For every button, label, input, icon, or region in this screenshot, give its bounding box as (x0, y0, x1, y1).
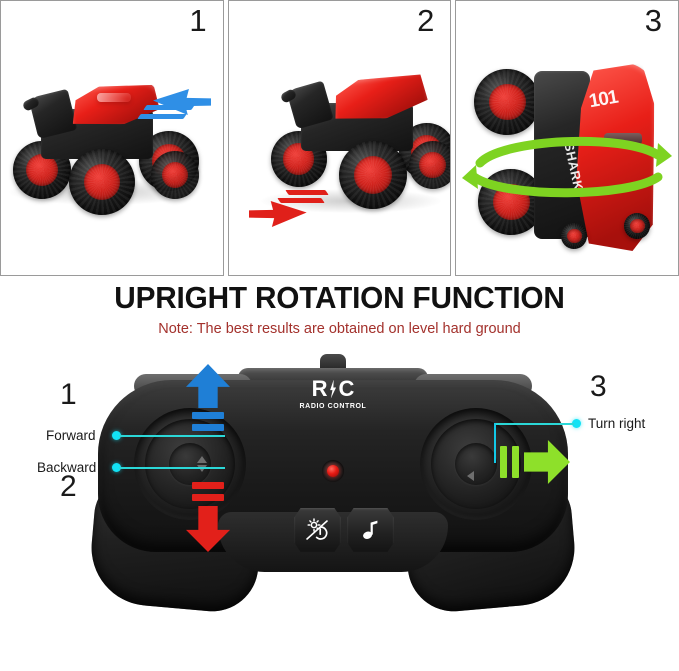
panel-step-2: 2 (227, 0, 452, 276)
brand-subtitle: RADIO CONTROL (299, 403, 367, 410)
page-note: Note: The best results are obtained on l… (158, 321, 521, 338)
light-power-icon (305, 518, 328, 540)
heading-block: UPRIGHT ROTATION FUNCTION Note: The best… (0, 280, 679, 338)
callout-number-1: 1 (60, 378, 77, 411)
truck-body-highlight (97, 93, 131, 102)
callout-label-backward: Backward (37, 460, 97, 475)
callout-number-3: 3 (590, 370, 607, 403)
power-led-dot (327, 465, 339, 477)
rc-transmitter: R C RADIO CONTROL (86, 354, 580, 622)
wheel-small-front (561, 223, 588, 249)
wheel-front-left (338, 141, 407, 209)
left-joystick-top (169, 443, 211, 485)
truck-body-shell (330, 71, 429, 126)
panel-number-2: 2 (417, 3, 435, 38)
controller-diagram: R C RADIO CONTROL (0, 350, 679, 640)
callout-dot-backward (112, 463, 121, 472)
page-title: UPRIGHT ROTATION FUNCTION (114, 280, 565, 315)
music-note-icon (362, 520, 377, 539)
panel-step-1: 1 (0, 0, 224, 276)
callout-dot-forward (112, 431, 121, 440)
music-button[interactable] (347, 508, 394, 552)
panel-number-1: 1 (189, 3, 207, 38)
left-joystick[interactable] (134, 408, 246, 520)
brand-letter-c: C (338, 376, 355, 401)
rc-brand-logo: R C RADIO CONTROL (283, 376, 383, 411)
wheel-front-right (408, 141, 451, 189)
step-panels: 1 2 (0, 0, 679, 276)
callout-label-forward: Forward (46, 428, 96, 443)
turn-left-marker-icon (467, 471, 474, 481)
right-joystick-top (455, 443, 497, 485)
forward-marker-icon (197, 456, 207, 463)
rotation-arrow-icon (462, 136, 673, 198)
light-button[interactable] (294, 508, 341, 552)
callout-dot-turn-right (572, 419, 581, 428)
callout-line-forward (119, 435, 225, 437)
wheel-upper-left (474, 69, 541, 135)
callout-number-2: 2 (60, 470, 77, 503)
wheel-rear-right (151, 151, 199, 199)
brand-letter-r: R (311, 376, 328, 401)
wheel-front-left (69, 149, 135, 215)
right-joystick-ring (431, 419, 521, 509)
wheel-small-rear (624, 213, 651, 239)
panel-step-3: 3 101 SHARK (455, 0, 679, 276)
panel-number-3: 3 (644, 3, 663, 38)
power-led (322, 460, 344, 482)
callout-line-turn-right (494, 423, 574, 425)
callout-line-turn-right-drop (494, 423, 496, 463)
callout-line-backward (119, 467, 225, 469)
callout-label-turn-right: Turn right (588, 416, 646, 431)
lightning-bolt-icon (330, 379, 337, 399)
